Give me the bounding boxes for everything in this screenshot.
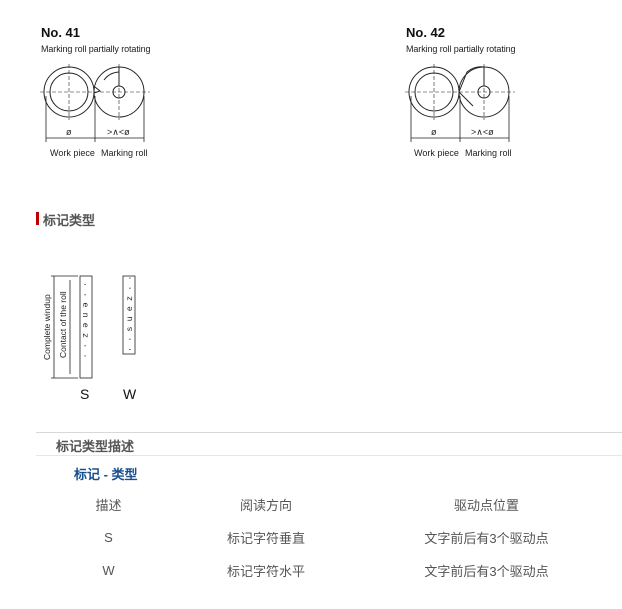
strip-s-text: · · e n e z · · [80,282,90,359]
label-contact-of-roll: Contact of the roll [58,291,68,358]
table-cell: 文字前后有3个驱动点 [424,531,549,546]
figure-41-symbol-left: ø [66,127,72,137]
table-row: W 标记字符水平 文字前后有3个驱动点 [36,554,622,587]
figure-41-title: No. 41 [41,25,81,40]
table-cell: W [102,563,115,578]
description-divider-top [36,432,622,433]
section-accent-bar [36,212,39,225]
figure-42-symbol-right: >∧<ø [471,127,494,137]
table-cell: 标记字符垂直 [226,531,305,546]
table-header-cell: 描述 [95,498,122,513]
figure-42-label-workpiece: Work piece [414,148,459,158]
table-cell: 文字前后有3个驱动点 [424,564,549,579]
subsection-title: 标记 - 类型 [74,467,138,482]
figure-41-label-workpiece: Work piece [50,148,95,158]
figure-42-symbol-left: ø [431,127,437,137]
table-cell: 标记字符水平 [226,564,305,579]
figure-42-drawing [405,64,515,142]
figure-42-label-marking-roll: Marking roll [465,148,512,158]
table-header-cell: 驱动点位置 [453,498,519,513]
description-divider-bottom [36,455,622,456]
marking-type-diagram: Complete windup Contact of the roll · · … [42,275,136,379]
description-title: 标记类型描述 [56,439,135,454]
label-complete-windup: Complete windup [42,294,52,360]
table-header-cell: 阅读方向 [239,498,292,513]
table-header-row: 描述 阅读方向 驱动点位置 [36,488,622,521]
marking-type-w-letter: W [123,386,137,402]
figure-42-subtitle: Marking roll partially rotating [406,44,516,54]
section-title: 标记类型 [43,213,96,228]
figure-41-label-marking-roll: Marking roll [101,148,148,158]
table-row: S 标记字符垂直 文字前后有3个驱动点 [36,521,622,554]
figure-41-symbol-right: >∧<ø [107,127,130,137]
figure-41-drawing [40,64,150,142]
marking-type-table: 描述 阅读方向 驱动点位置 S 标记字符垂直 文字前后有3个驱动点 W 标记字符… [36,488,622,587]
strip-w-text: · · s u e z · · [125,275,135,352]
figure-42-title: No. 42 [406,25,446,40]
marking-type-s-letter: S [80,386,90,402]
figure-41-subtitle: Marking roll partially rotating [41,44,151,54]
table-cell: S [104,530,113,545]
